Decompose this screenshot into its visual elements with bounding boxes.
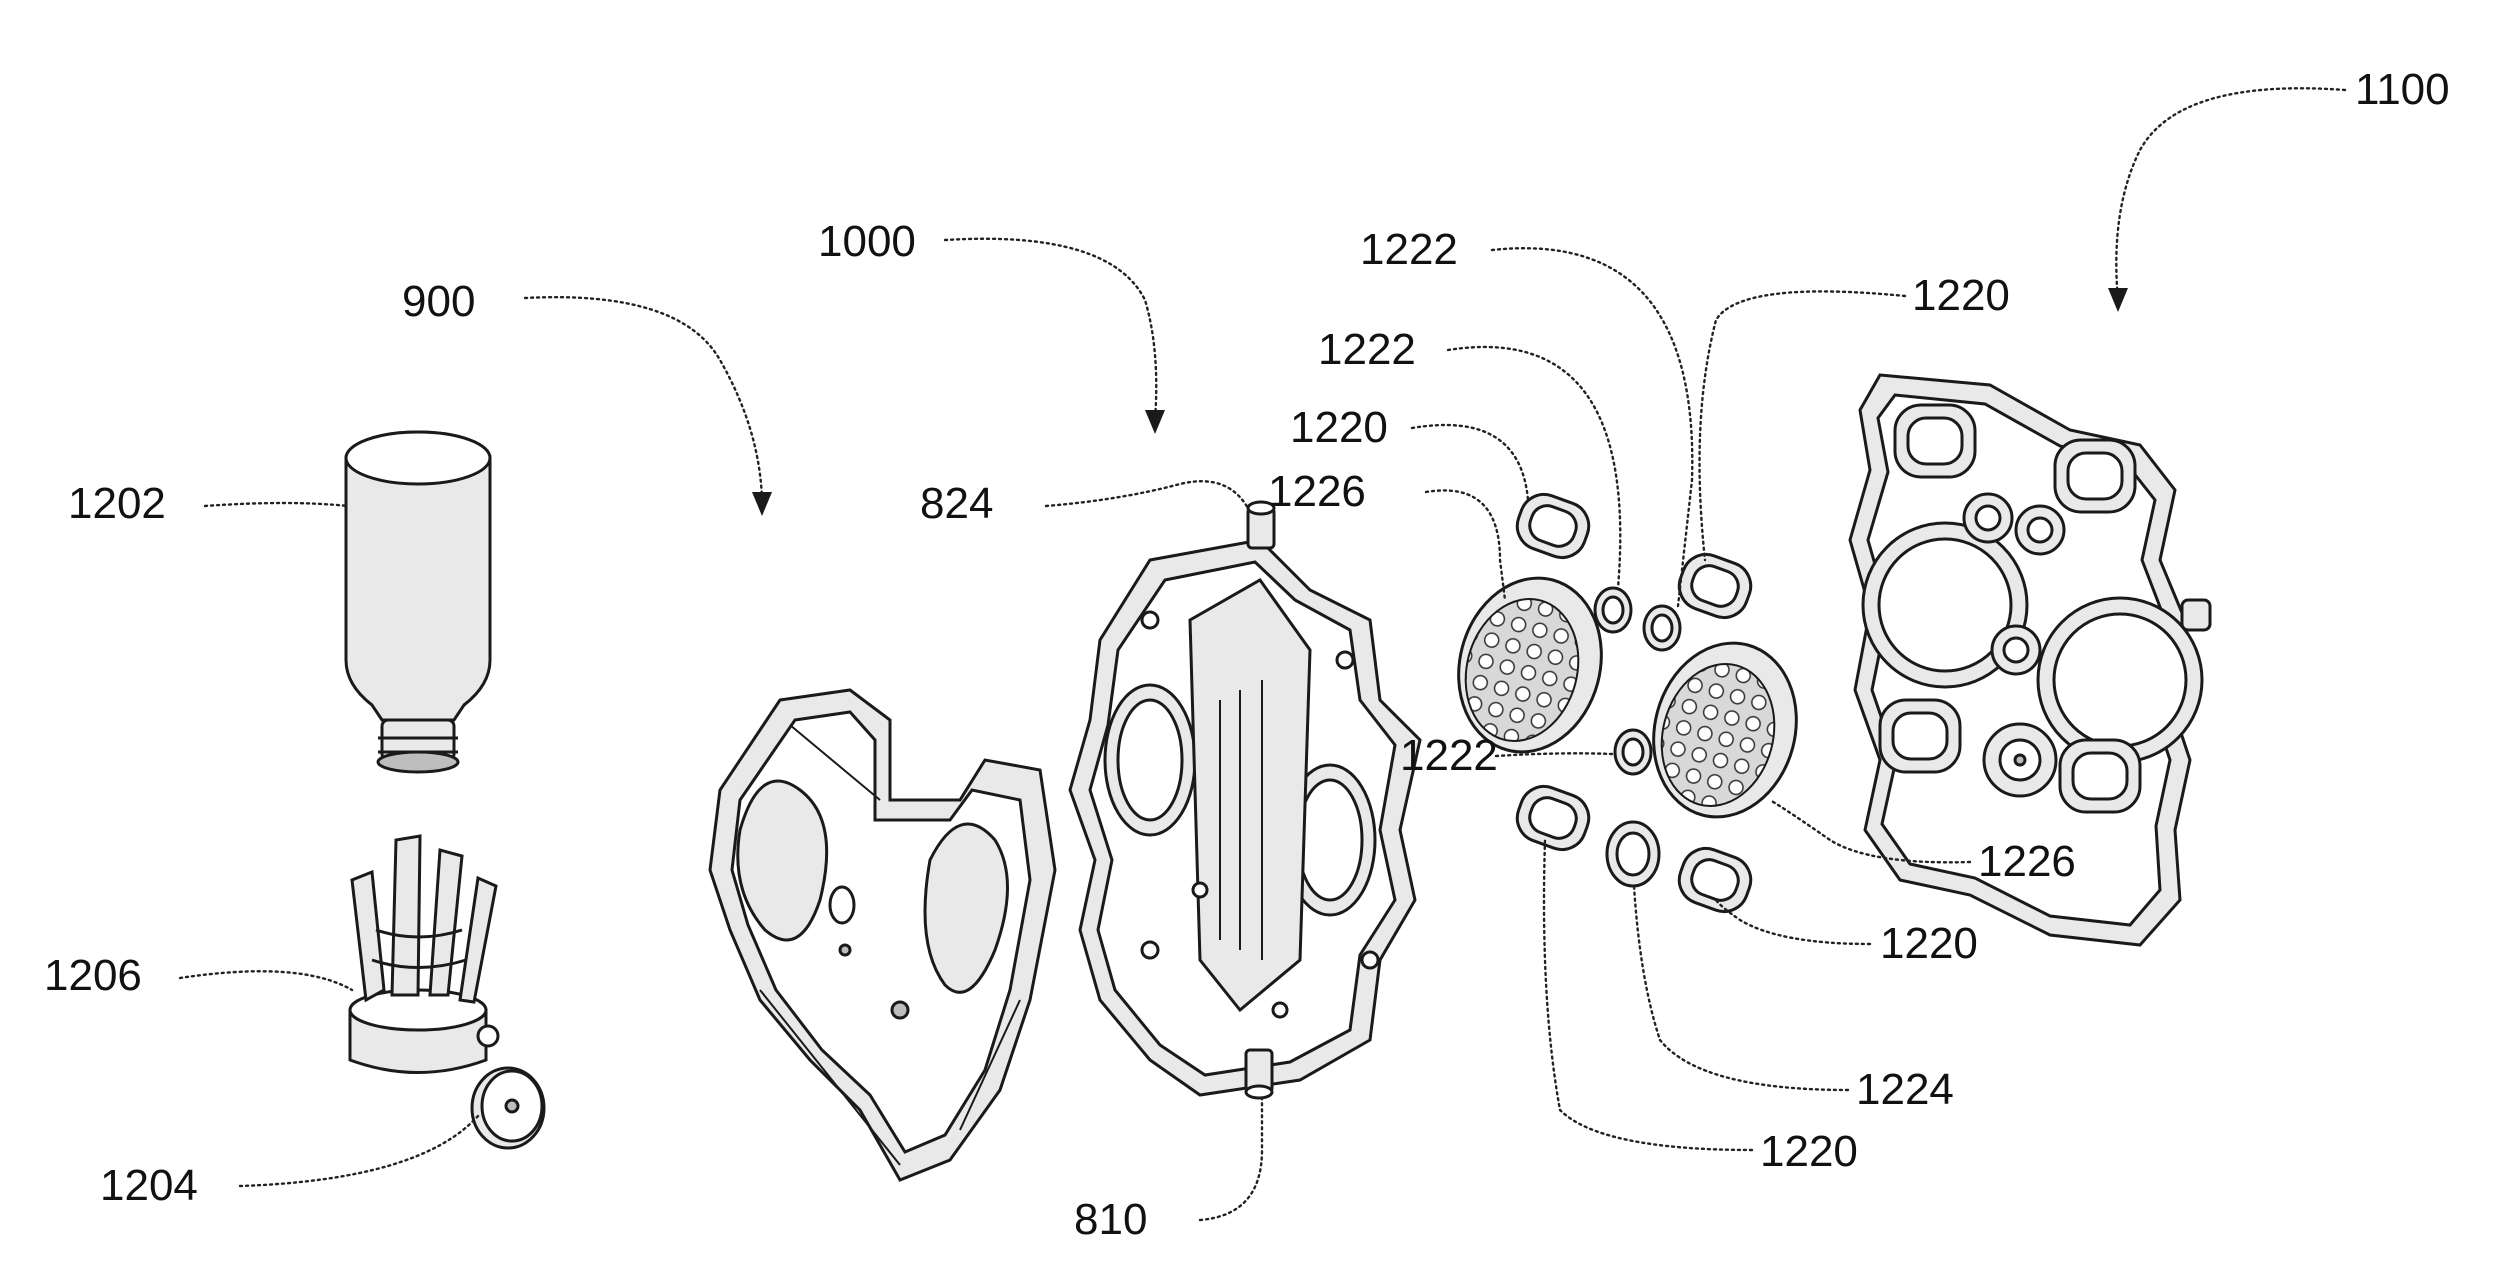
- plate-1000: [1070, 502, 1420, 1098]
- collet-1206: [350, 836, 498, 1073]
- pad-1220-lower-left: [1511, 780, 1596, 857]
- label-1222-low: 1222: [1400, 731, 1498, 780]
- dome-1226-right: [1635, 627, 1816, 833]
- label-900: 900: [402, 277, 475, 326]
- label-1206: 1206: [44, 951, 142, 1000]
- ring-1222-c: [1615, 730, 1651, 774]
- label-1224: 1224: [1856, 1065, 1954, 1114]
- label-1204: 1204: [100, 1161, 198, 1210]
- label-1220-c: 1220: [1880, 919, 1978, 968]
- label-1222-mid: 1222: [1318, 325, 1416, 374]
- ring-1222-a: [1595, 588, 1631, 632]
- label-1220-b: 1220: [1912, 271, 2010, 320]
- housing-frame-900: [710, 690, 1055, 1180]
- ring-1224: [1607, 822, 1659, 886]
- bottle-1202: [346, 432, 490, 772]
- label-1220-d: 1220: [1760, 1127, 1858, 1176]
- label-1000: 1000: [818, 217, 916, 266]
- pad-1220-upper-right: [1673, 548, 1758, 625]
- label-1222-top: 1222: [1360, 225, 1458, 274]
- label-1202: 1202: [68, 479, 166, 528]
- disc-1204: [472, 1068, 544, 1148]
- ring-1222-b: [1644, 606, 1680, 650]
- label-810: 810: [1074, 1195, 1147, 1244]
- label-1220-a: 1220: [1290, 403, 1388, 452]
- pad-1220-upper-left: [1511, 488, 1596, 565]
- valve-components: [1440, 488, 1816, 919]
- label-1226-b: 1226: [1978, 837, 2076, 886]
- label-1100: 1100: [2355, 65, 2450, 114]
- label-824: 824: [920, 479, 993, 528]
- pad-1220-lower-right: [1673, 842, 1758, 919]
- label-1226-a: 1226: [1268, 467, 1366, 516]
